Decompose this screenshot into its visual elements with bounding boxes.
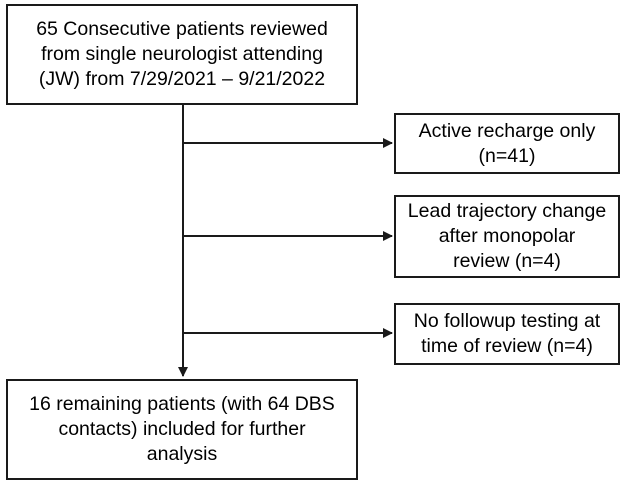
analysis-line-2: contacts) included for further [58, 418, 306, 440]
enrollment-line-3: (JW) from 7/29/2021 – 9/21/2022 [38, 68, 326, 90]
analysis-box: 16 remaining patients (with 64 DBS conta… [6, 379, 358, 480]
enrollment-line-1: 65 Consecutive patients reviewed [36, 18, 328, 40]
exclusion-2-line-1: Lead trajectory change [407, 200, 607, 222]
exclusion-1-line-1: Active recharge only [418, 119, 596, 142]
analysis-line-1: 16 remaining patients (with 64 DBS [29, 393, 335, 415]
exclusion-3-line-2: time of review (n=4) [421, 335, 593, 357]
enrollment-line-2: from single neurologist attending [41, 43, 323, 65]
analysis-line-3: analysis [146, 443, 218, 465]
exclusion-2-line-2: after monopolar [438, 225, 576, 247]
enrollment-box: 65 Consecutive patients reviewed from si… [6, 4, 358, 105]
exclusion-box-active-recharge: Active recharge only (n=41) [394, 113, 620, 174]
exclusion-3-line-1: No followup testing at [413, 310, 601, 332]
exclusion-1-line-2: (n=41) [478, 144, 536, 167]
exclusion-box-lead-trajectory: Lead trajectory change after monopolar r… [394, 195, 620, 278]
exclusion-box-no-followup: No followup testing at time of review (n… [394, 303, 620, 365]
exclusion-2-line-3: review (n=4) [453, 250, 561, 272]
